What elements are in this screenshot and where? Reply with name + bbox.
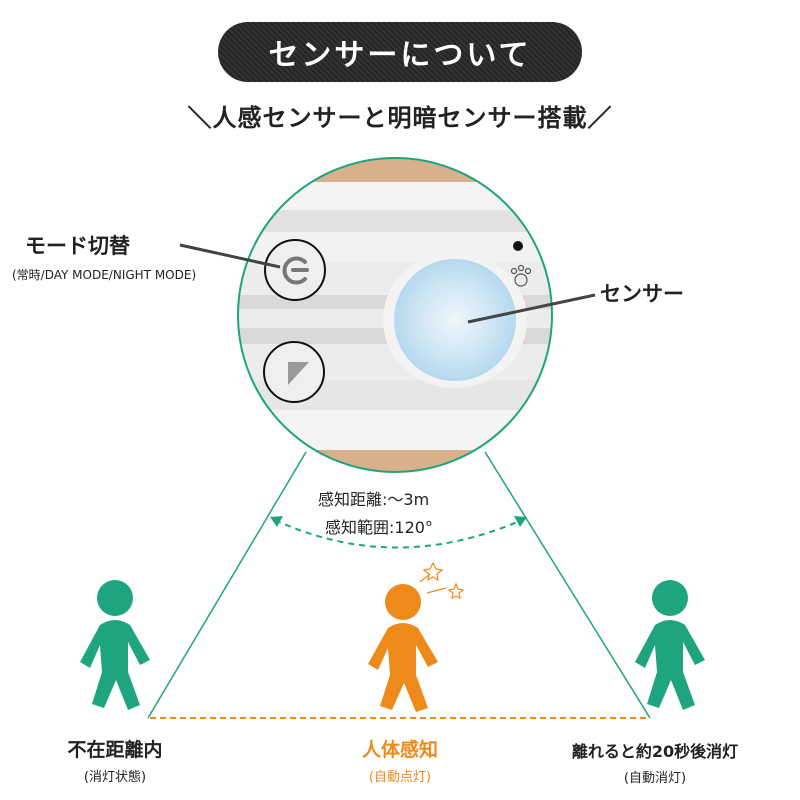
state-absent-label: 不在距離内 [67, 739, 163, 761]
range-distance: 感知距離:〜3m [318, 490, 430, 509]
arrow-right-icon [514, 516, 527, 527]
sensor-label: センサー [600, 282, 684, 306]
mode-switch-label: モード切替 [25, 234, 130, 258]
state-leaving-sub: (自動消灯) [623, 771, 687, 786]
triangle-icon [288, 362, 309, 385]
subtitle: ＼人感センサーと明暗センサー搭載／ [187, 104, 613, 132]
state-absent: 不在距離内 (消灯状態) [15, 735, 215, 785]
sensor-leader-line [467, 293, 596, 324]
state-detected: 人体感知 (自動点灯) [300, 735, 500, 785]
state-leaving: 離れると約20秒後消灯 (自動消灯) [530, 738, 780, 786]
state-leaving-label: 離れると約20秒後消灯 [571, 742, 739, 761]
mode-leader-line [179, 243, 281, 269]
sensor-lens [394, 259, 516, 381]
power-mode-button[interactable] [264, 239, 326, 301]
state-detected-label: 人体感知 [361, 739, 438, 761]
mode-switch-sublabel: (常時/DAY MODE/NIGHT MODE) [12, 268, 197, 282]
state-absent-sub: (消灯状態) [83, 770, 147, 785]
range-angle: 感知範囲:120° [325, 518, 433, 537]
play-button[interactable] [263, 341, 325, 403]
power-icon [282, 256, 307, 285]
motion-stars-icon [419, 561, 465, 600]
indicator-dot [513, 241, 523, 251]
person-right-icon [635, 580, 705, 710]
page-title: センサーについて [218, 22, 582, 82]
paw-icon [510, 264, 532, 287]
detection-cone-right [484, 451, 651, 719]
person-left-icon [80, 580, 150, 710]
arrow-left-icon [270, 516, 283, 527]
state-detected-sub: (自動点灯) [368, 770, 432, 785]
detection-cone-left [147, 451, 307, 719]
person-center-icon [368, 584, 438, 712]
angle-arc [274, 519, 523, 549]
